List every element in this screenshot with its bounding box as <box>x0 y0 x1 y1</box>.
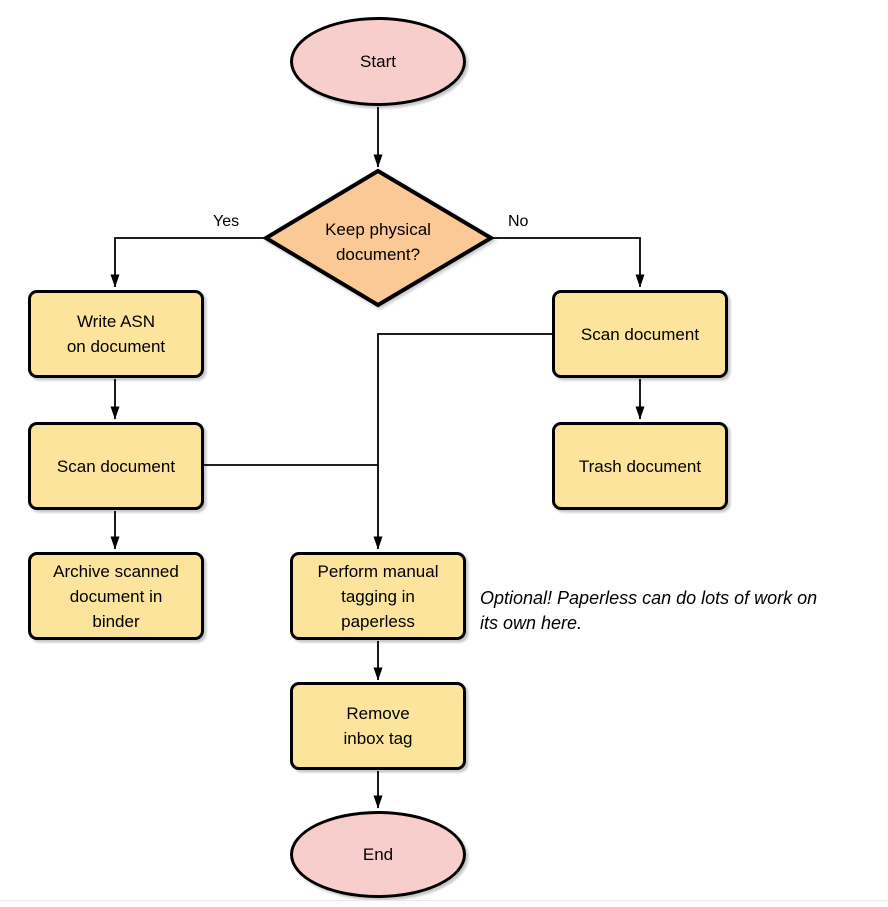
edge-label-yes: Yes <box>213 213 240 230</box>
node-remove-inbox-tag: Remove inbox tag <box>290 682 466 770</box>
node-manual-tagging: Perform manual tagging in paperless <box>290 552 466 640</box>
edge-decision-yes-to-write-asn <box>110 237 266 288</box>
node-archive-in-binder: Archive scanned document in binder <box>28 552 204 640</box>
node-decision-shape <box>262 168 495 308</box>
edge-label-no: No <box>508 213 529 230</box>
node-decision-label: Keep physical document? <box>325 220 431 264</box>
page-bottom-edge <box>0 900 888 907</box>
node-scan-document-right: Scan document <box>552 290 728 378</box>
node-trash-document: Trash document <box>552 422 728 510</box>
node-start: Start <box>290 17 466 106</box>
node-end: End <box>290 811 466 898</box>
edge-decision-no-to-scan-right <box>490 237 645 288</box>
node-scan-document-left: Scan document <box>28 422 204 510</box>
node-write-asn: Write ASN on document <box>28 290 204 378</box>
edge-scan-right-to-tagging <box>373 333 552 550</box>
annotation-text: Optional! Paperless can do lots of work … <box>480 588 818 633</box>
